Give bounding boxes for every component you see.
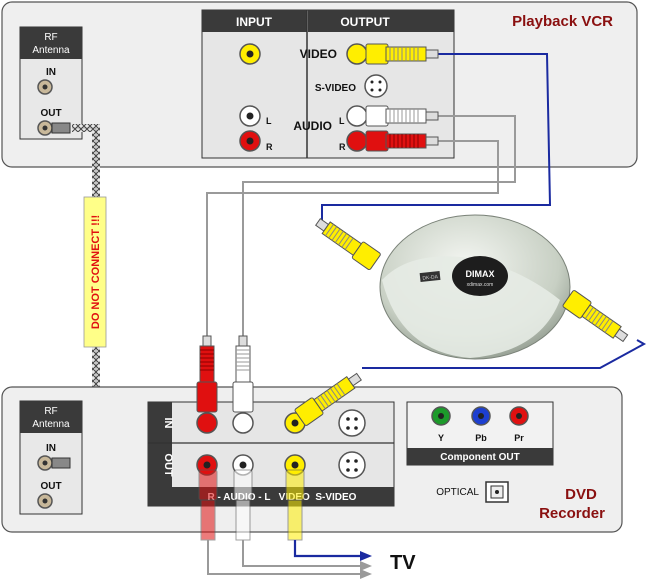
dimax-url: xdimax.com xyxy=(467,282,494,288)
component-pr-label: Pr xyxy=(514,433,524,443)
do-not-connect-warning: DO NOT CONNECT !!! xyxy=(83,196,107,348)
dvd-out-row-label: OUT xyxy=(162,453,174,477)
audio-right-cable xyxy=(206,140,499,338)
vcr-audio-label: AUDIO xyxy=(293,119,332,133)
optical-label: OPTICAL xyxy=(436,487,479,498)
dvd-rf-title-1: RF xyxy=(44,406,57,417)
vcr-rf-in-label: IN xyxy=(46,67,56,78)
dvd-in-row-label: IN xyxy=(162,418,174,429)
dvd-out-plugs-to-tv xyxy=(198,469,305,541)
dvd-out-svideo-jack[interactable] xyxy=(338,451,366,479)
dvd-rf-out-label: OUT xyxy=(40,481,61,492)
dimax-side-label: DK-DA xyxy=(422,274,439,282)
vcr-output-video-jack[interactable] xyxy=(346,43,368,65)
dvd-connector-labels: R - AUDIO - L VIDEO S-VIDEO xyxy=(208,492,357,503)
vcr-output-audio-r-jack[interactable] xyxy=(346,130,368,152)
vcr-video-label: VIDEO xyxy=(300,47,337,61)
vcr-output-audio-l-jack[interactable] xyxy=(346,105,368,127)
dvd-recorder: DVD Recorder RF Antenna IN OUT IN OUT R … xyxy=(1,386,623,533)
vcr-rf-out-label: OUT xyxy=(40,108,61,119)
dimax-brand: DIMAX xyxy=(466,269,495,279)
component-y-label: Y xyxy=(438,433,444,443)
vcr-input-l-label: L xyxy=(266,116,272,126)
dvd-component-panel: Y Pb Pr Component OUT xyxy=(406,401,554,466)
video-cable-vcr-to-converter xyxy=(321,53,552,220)
dvd-in-audio-l-jack[interactable] xyxy=(232,412,254,434)
vcr-rf-title-1: RF xyxy=(44,32,57,43)
vcr-output-header: OUTPUT xyxy=(340,15,390,29)
dvd-rf-panel: RF Antenna IN OUT xyxy=(19,400,83,515)
component-pb-label: Pb xyxy=(475,433,487,443)
video-cable-converter-to-dvd xyxy=(362,339,647,369)
dimax-output-plug xyxy=(562,290,629,343)
dvd-in-video-plug xyxy=(294,372,362,426)
dimax-converter: DIMAX xdimax.com DK-DA xyxy=(379,214,571,360)
dimax-logo-badge xyxy=(452,256,508,296)
vcr-audio-l-plug xyxy=(365,105,439,127)
dvd-in-svideo-jack[interactable] xyxy=(338,409,366,437)
dvd-in-audio-l-plug xyxy=(232,335,254,413)
vcr-output-r-label: R xyxy=(339,142,346,152)
vcr-output-l-label: L xyxy=(339,116,345,126)
tv-cables xyxy=(207,540,372,579)
vcr-rf-title-2: Antenna xyxy=(32,45,70,56)
vcr-input-header: INPUT xyxy=(236,15,273,29)
dvd-rf-title-2: Antenna xyxy=(32,419,70,430)
dvd-in-audio-r-jack[interactable] xyxy=(196,412,218,434)
vcr-output-svideo-jack[interactable] xyxy=(364,74,388,98)
vcr-input-r-label: R xyxy=(266,142,273,152)
dvd-title-line-1: DVD xyxy=(565,486,597,503)
dvd-av-panel: IN OUT R - AUDIO - L VIDEO S-VIDEO xyxy=(147,401,395,507)
dvd-title-line-2: Recorder xyxy=(539,505,605,522)
vcr-av-panel: INPUT OUTPUT L R VIDEO S-VIDEO AUDIO L R xyxy=(201,9,455,159)
component-out-label: Component OUT xyxy=(440,452,519,463)
dvd-rf-in-label: IN xyxy=(46,443,56,454)
vcr-svideo-label: S-VIDEO xyxy=(315,83,356,94)
vcr-rf-panel: RF Antenna IN OUT xyxy=(19,26,83,140)
warning-text: DO NOT CONNECT !!! xyxy=(90,215,102,329)
dimax-input-plug xyxy=(315,218,381,271)
playback-vcr: Playback VCR RF Antenna IN OUT INPUT OUT… xyxy=(1,1,638,168)
audio-left-cable xyxy=(242,115,516,338)
vcr-title: Playback VCR xyxy=(512,13,613,30)
tv-label: TV xyxy=(390,552,416,574)
vcr-audio-r-plug xyxy=(365,130,439,152)
vcr-video-plug xyxy=(365,43,439,65)
dvd-in-audio-r-plug xyxy=(196,335,218,413)
